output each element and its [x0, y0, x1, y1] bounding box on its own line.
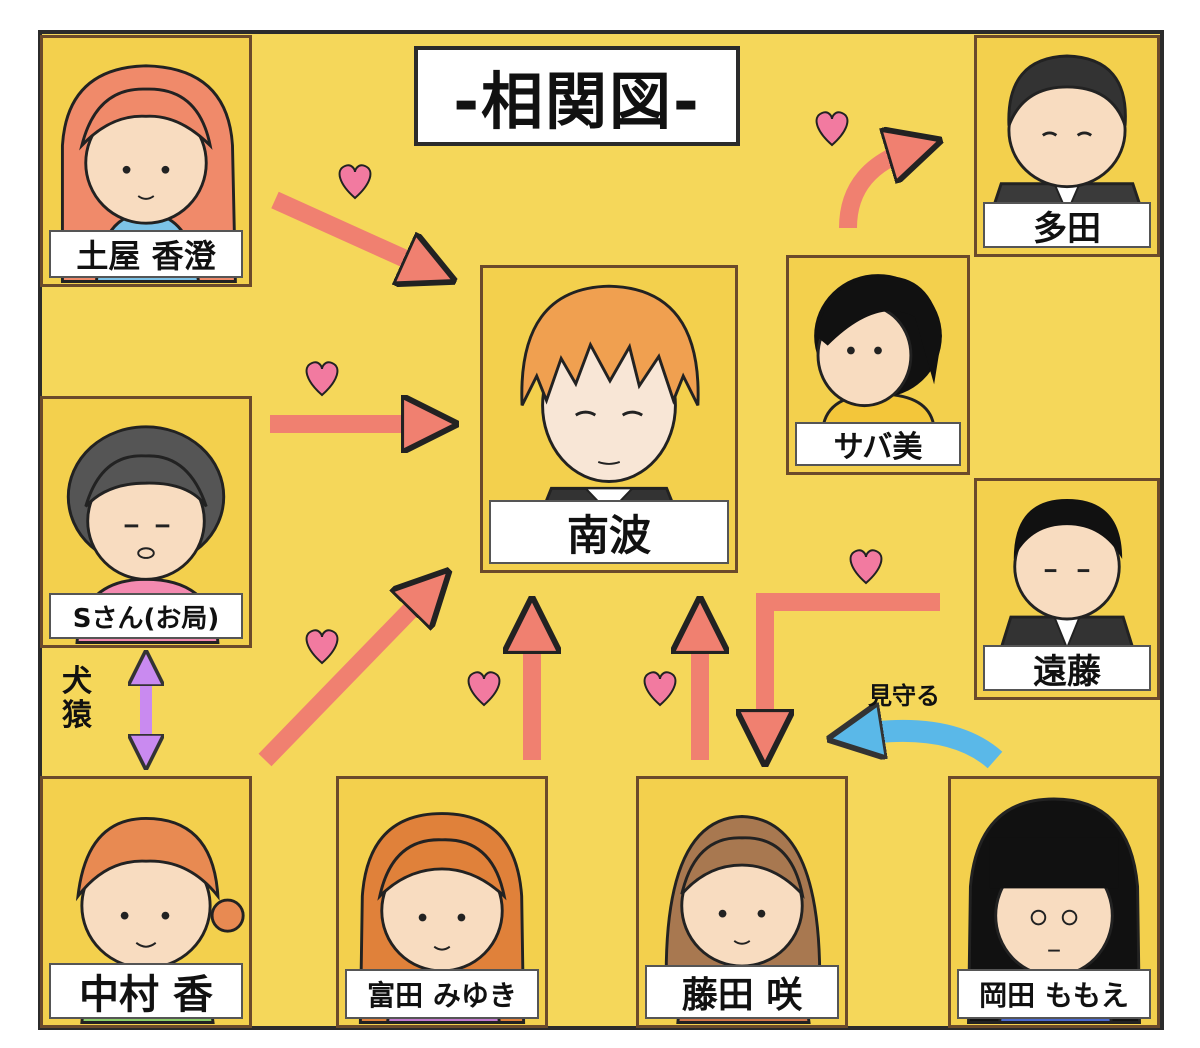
name-tada: 多田 [983, 202, 1151, 249]
heart-icon [815, 111, 849, 147]
card-tomita: 富田 みゆき [336, 776, 548, 1028]
avatar [60, 64, 237, 283]
card-fujita: 藤田 咲 [636, 776, 848, 1028]
name-fujita: 藤田 咲 [645, 965, 839, 1019]
heart-icon [338, 164, 372, 200]
arrow-sabami-to-tada [839, 148, 915, 229]
arrow-endo-to-fujita [765, 593, 940, 738]
label-inuzaru: 犬猿 [62, 664, 92, 733]
name-tomita: 富田 みゆき [345, 969, 539, 1019]
card-sabami: サバ美 [786, 255, 970, 475]
name-tsuchiya: 土屋 香澄 [49, 230, 243, 278]
avatar [967, 797, 1141, 1024]
card-endo: 遠藤 [974, 478, 1160, 700]
heart-icon [305, 629, 339, 665]
heart-icon [467, 671, 501, 707]
arrow-tsuchiya-to-nanba [271, 191, 430, 270]
heart-icon [849, 549, 883, 585]
heart-icon [643, 671, 677, 707]
card-tada: 多田 [974, 35, 1160, 257]
card-nakamura: 中村 香 [40, 776, 252, 1028]
card-s-san: Sさん(お局) [40, 396, 252, 648]
name-s-san: Sさん(お局) [49, 593, 243, 639]
name-okada: 岡田 ももえ [957, 969, 1151, 1019]
name-nakamura: 中村 香 [49, 963, 243, 1019]
card-okada: 岡田 ももえ [948, 776, 1160, 1028]
avatar [814, 274, 942, 430]
label-mimamoru: 見守る [868, 682, 940, 710]
avatar [989, 54, 1145, 216]
diagram-title: -相関図- [414, 46, 740, 146]
name-sabami: サバ美 [795, 422, 961, 466]
name-endo: 遠藤 [983, 645, 1151, 692]
arrow-nakamura-to-nanba [258, 590, 430, 767]
card-tsuchiya: 土屋 香澄 [40, 35, 252, 287]
card-nanba: 南波 [480, 265, 738, 573]
heart-icon [305, 361, 339, 397]
avatar [999, 499, 1135, 651]
name-nanba: 南波 [489, 500, 729, 564]
arrow-okada-watches-fujita [855, 731, 1003, 769]
